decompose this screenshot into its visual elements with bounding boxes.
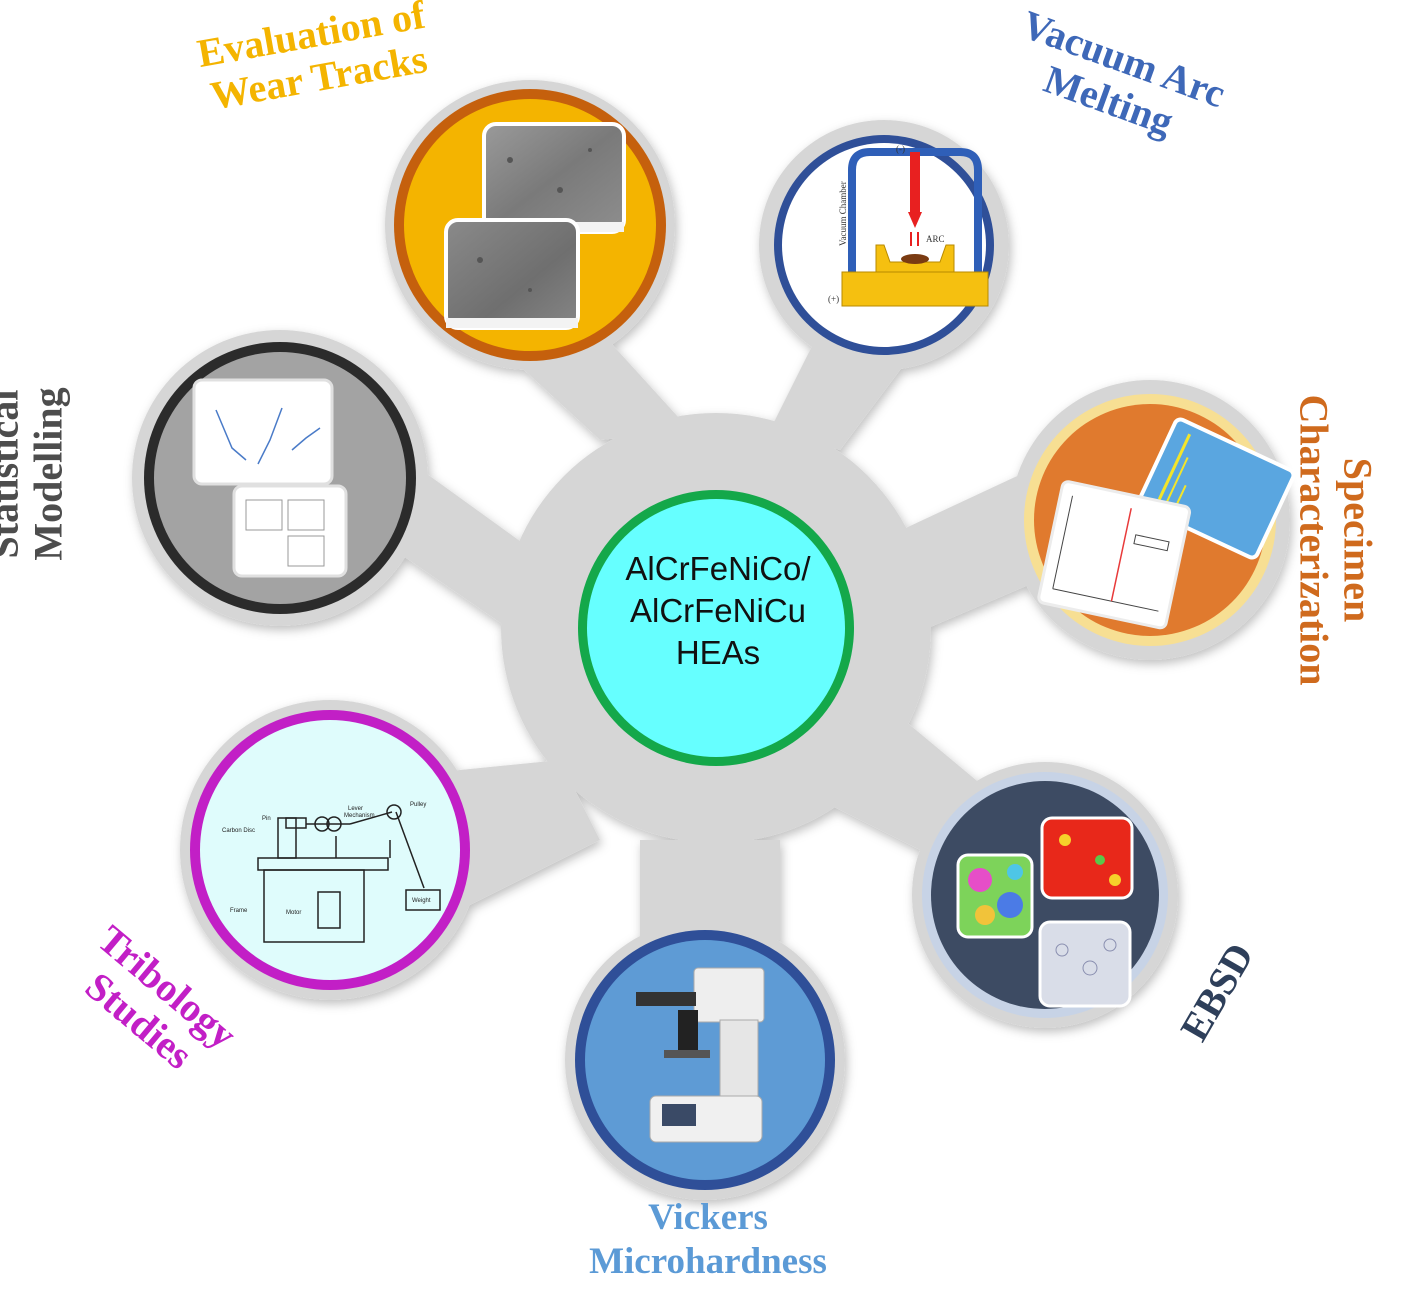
center-line-3: HEAs — [675, 634, 761, 671]
node-ebsd — [922, 772, 1168, 1018]
schematic-pin-label: Pin — [262, 816, 271, 822]
microhardness-tester-illustration — [636, 967, 765, 1143]
node-vickers-microhardness — [575, 930, 835, 1190]
center-line-2: AlCrFeNiCu — [629, 592, 807, 629]
schematic-carbon-disc-label: Carbon Disc — [222, 828, 255, 834]
label-statistical-modelling: Statistical Modelling — [0, 387, 71, 560]
label-vickers-line-2: Microhardness — [589, 1241, 827, 1282]
node-wear-tracks — [394, 89, 666, 361]
label-specimen-line-1: Specimen — [1335, 457, 1381, 623]
main-effects-plot-image — [192, 378, 334, 486]
center-title: AlCrFeNiCo/ AlCrFeNiCu HEAs — [580, 548, 856, 674]
grain-boundary-image — [1038, 920, 1132, 1008]
schematic-motor-label: Motor — [286, 910, 301, 916]
schematic-weight-label: Weight — [412, 898, 431, 904]
node-statistical-modelling — [144, 342, 416, 614]
vacuum-chamber-label: Vacuum Chamber — [838, 181, 848, 246]
schematic-frame-label: Frame — [230, 908, 248, 914]
interaction-plot-image — [232, 484, 348, 578]
kam-map-image — [1040, 816, 1134, 900]
ipf-map-image — [956, 853, 1034, 939]
label-specimen-line-2: Characterization — [1291, 394, 1337, 686]
node-tribology: Lever Mechanism Pulley Pin Carbon Disc F… — [190, 710, 470, 990]
label-vickers-microhardness: Vickers Microhardness — [560, 1196, 856, 1284]
sem-image-2 — [444, 218, 580, 330]
pin-on-disc-schematic — [257, 804, 441, 943]
center-node — [578, 490, 854, 766]
cathode-sign: (-) — [896, 144, 905, 154]
node-specimen-characterization — [1024, 394, 1296, 646]
schematic-lever-label: Lever — [348, 806, 363, 812]
xrd-pattern-image — [1037, 480, 1192, 630]
center-line-1: AlCrFeNiCo/ — [625, 550, 811, 587]
label-statistical-line-2: Modelling — [25, 387, 71, 561]
schematic-pulley-label: Pulley — [410, 802, 426, 808]
vacuum-chamber-illustration: Vacuum Chamber ARC (-) (+) — [828, 144, 989, 307]
arc-label: ARC — [926, 234, 945, 244]
label-vickers-line-1: Vickers — [648, 1197, 768, 1238]
node-vacuum-arc: Vacuum Chamber ARC (-) (+) — [774, 135, 994, 355]
anode-sign: (+) — [828, 294, 839, 304]
label-statistical-line-1: Statistical — [0, 389, 27, 559]
label-specimen-characterization: Specimen Characterization — [1291, 394, 1381, 686]
sem-image-1 — [482, 122, 626, 234]
schematic-mechanism-label: Mechanism — [344, 813, 375, 819]
